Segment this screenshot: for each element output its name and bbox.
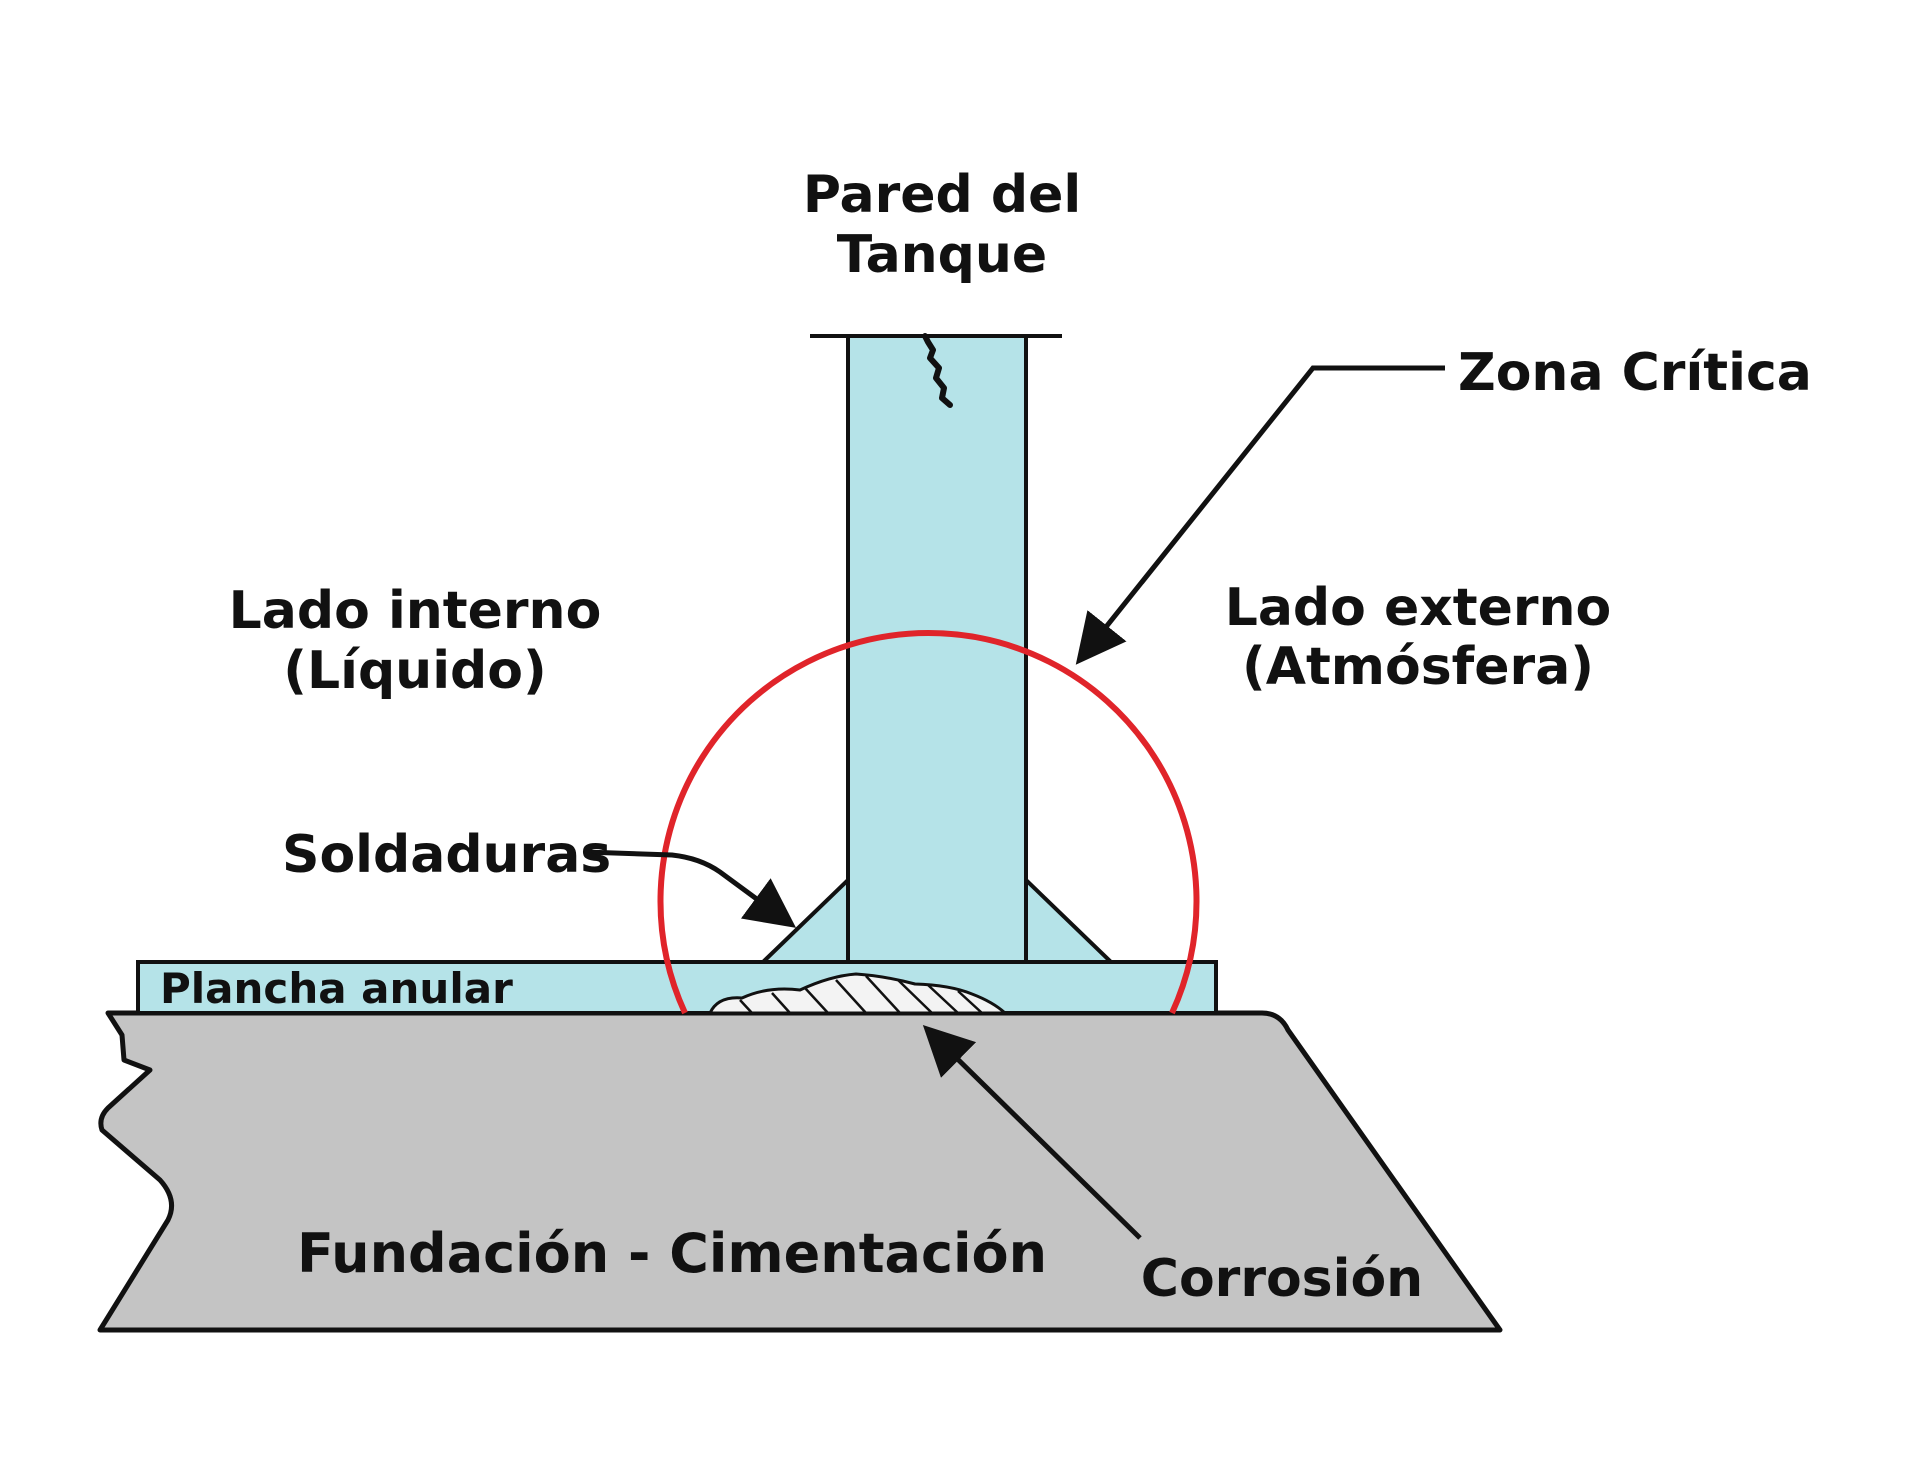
critical-zone-label: Zona Crítica — [1458, 343, 1812, 403]
wall-crack — [922, 333, 953, 408]
inner-side-label-line1: Lado interno — [229, 581, 602, 641]
annular-plate-label: Plancha anular — [160, 964, 513, 1013]
tank-wall — [846, 334, 1028, 964]
corrosion-pit — [708, 972, 1007, 1015]
corrosion-arrow — [922, 1024, 1142, 1240]
foundation-label: Fundación - Cimentación — [297, 1222, 1047, 1285]
inner-side-label-line2: (Líquido) — [283, 641, 547, 701]
welds-label: Soldaduras — [282, 825, 611, 885]
outer-side-label-line1: Lado externo — [1225, 578, 1612, 638]
critical-zone-circle — [657, 630, 1200, 1015]
weld-inner — [758, 875, 850, 964]
tank-wall-label-line1: Pared del — [803, 165, 1081, 225]
welds-arrow — [584, 849, 797, 928]
foundation-block — [97, 1010, 1503, 1333]
corrosion-hatching — [739, 975, 983, 1014]
critical-zone-arrow — [1075, 365, 1445, 665]
outer-side-label-line2: (Atmósfera) — [1242, 637, 1594, 697]
corrosion-label: Corrosión — [1141, 1249, 1423, 1309]
weld-outer — [1024, 875, 1116, 964]
tank-wall-label-line2: Tanque — [837, 225, 1047, 285]
